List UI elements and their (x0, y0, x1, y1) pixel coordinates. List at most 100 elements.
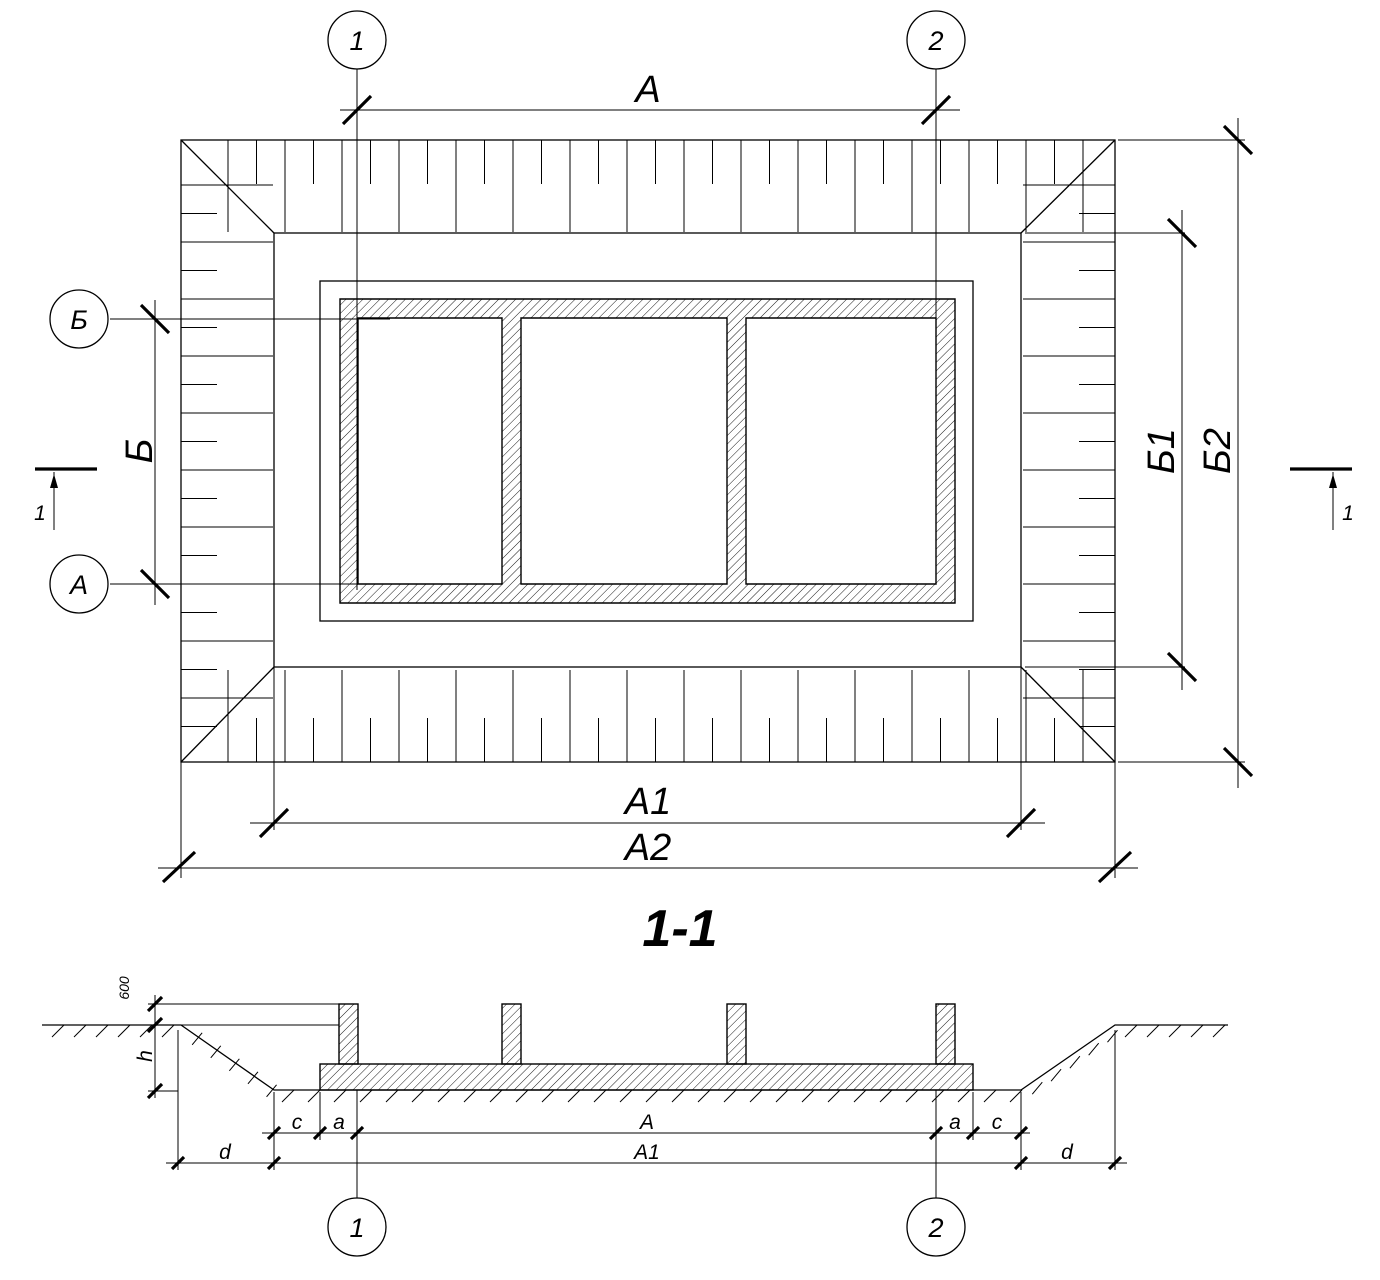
dim-tick (965, 1125, 981, 1141)
ground-tick (247, 1071, 259, 1085)
ground-tick (437, 1089, 451, 1103)
dim-label-a2: A2 (623, 827, 671, 869)
dim-tick (266, 1125, 282, 1141)
dim-tick (1013, 1155, 1029, 1171)
ground-tick (51, 1024, 65, 1038)
dim-label-c-left: c (292, 1111, 303, 1134)
axis-bubble-2-top: 2 (906, 10, 966, 70)
ground-tick (619, 1089, 633, 1103)
dim-tick (146, 1016, 164, 1034)
ground-tick (117, 1024, 131, 1038)
dim-tick (139, 303, 171, 335)
dim-tick (1166, 217, 1198, 249)
ground-tick (749, 1089, 763, 1103)
ground-tick (95, 1024, 109, 1038)
axis-bubble-a: А (49, 554, 109, 614)
dim-tick (341, 94, 373, 126)
section-slab (319, 1063, 974, 1091)
ground-tick (853, 1089, 867, 1103)
ground-tick (697, 1089, 711, 1103)
dim-label-a-left: a (333, 1111, 345, 1134)
dim-tick (146, 1082, 164, 1100)
ground-tick (1190, 1024, 1204, 1038)
dim-label-d-left: d (219, 1141, 232, 1164)
axis-bubble-1-bottom: 1 (327, 1197, 387, 1257)
dim-tick (920, 94, 952, 126)
dim-label-a-right: a (949, 1111, 961, 1134)
dim-tick (1107, 1155, 1123, 1171)
dim-tick (1222, 124, 1254, 156)
dim-tick (258, 807, 290, 839)
dim-tick (170, 1155, 186, 1171)
section-wall (935, 1003, 956, 1065)
dim-label-a: A (633, 69, 660, 111)
ground-tick (385, 1089, 399, 1103)
svg-text:1: 1 (1342, 502, 1354, 525)
ground-tick (515, 1089, 529, 1103)
dim-tick (139, 568, 171, 600)
dim-tick (1222, 746, 1254, 778)
ground-tick (723, 1089, 737, 1103)
dim-tick (349, 1125, 365, 1141)
dim-tick (1097, 850, 1133, 884)
ground-tick (775, 1089, 789, 1103)
ground-tick (281, 1089, 295, 1103)
ground-tick (333, 1089, 347, 1103)
dim-tick (1005, 807, 1037, 839)
ground-tick (905, 1089, 919, 1103)
ground-tick (567, 1089, 581, 1103)
ground-tick (1168, 1024, 1182, 1038)
ground-tick (307, 1089, 321, 1103)
ground-tick (161, 1024, 175, 1038)
ground-tick (1124, 1024, 1138, 1038)
dim-label-c-right: c (992, 1111, 1003, 1134)
section-marker-left: 1 (34, 467, 97, 530)
plan-view: A Б Б1 Б2 A1 A2 (34, 10, 1354, 884)
ground-tick (801, 1089, 815, 1103)
ground-tick (1031, 1081, 1043, 1095)
ground-tick (463, 1089, 477, 1103)
ground-tick (1069, 1055, 1081, 1069)
ground-tick (593, 1089, 607, 1103)
ground-tick (73, 1024, 87, 1038)
ground-hatching (51, 1024, 1226, 1103)
ground-tick (957, 1089, 971, 1103)
axis-bubble-1-top: 1 (327, 10, 387, 70)
ground-tick (879, 1089, 893, 1103)
ground-tick (541, 1089, 555, 1103)
svg-text:1: 1 (34, 502, 46, 525)
ground-tick (671, 1089, 685, 1103)
pit-outer-edge (180, 139, 1116, 763)
dim-tick (1166, 651, 1198, 683)
dim-tick (928, 1125, 944, 1141)
ground-tick (1212, 1024, 1226, 1038)
ground-tick (139, 1024, 153, 1038)
section-title: 1-1 (642, 900, 717, 958)
ground-tick (1107, 1029, 1118, 1043)
dim-tick (1013, 1125, 1029, 1141)
ground-tick (489, 1089, 503, 1103)
ground-tick (827, 1089, 841, 1103)
ground-tick (1050, 1068, 1062, 1082)
axis-bubble-2-bottom: 2 (906, 1197, 966, 1257)
ground-tick (266, 1084, 277, 1098)
ground-tick (1088, 1042, 1100, 1056)
dim-tick (312, 1125, 328, 1141)
section-marker-right: 1 (1290, 467, 1354, 530)
svg-text:1: 1 (349, 1213, 364, 1243)
ground-tick (1009, 1089, 1023, 1103)
svg-text:2: 2 (927, 26, 943, 56)
dim-label-d-right: d (1061, 1141, 1074, 1164)
wall-frame (339, 298, 956, 604)
dim-label-600: 600 (116, 976, 132, 1000)
ground-tick (210, 1045, 222, 1059)
ground-tick (931, 1089, 945, 1103)
ground-tick (411, 1089, 425, 1103)
ground-tick (228, 1058, 240, 1072)
ground-tick (983, 1089, 997, 1103)
svg-text:Б: Б (70, 305, 88, 335)
ground-tick (1146, 1024, 1160, 1038)
svg-text:А: А (68, 570, 88, 600)
pit-bottom-edge (273, 232, 1022, 668)
dim-label-a1-section: A1 (632, 1141, 660, 1164)
